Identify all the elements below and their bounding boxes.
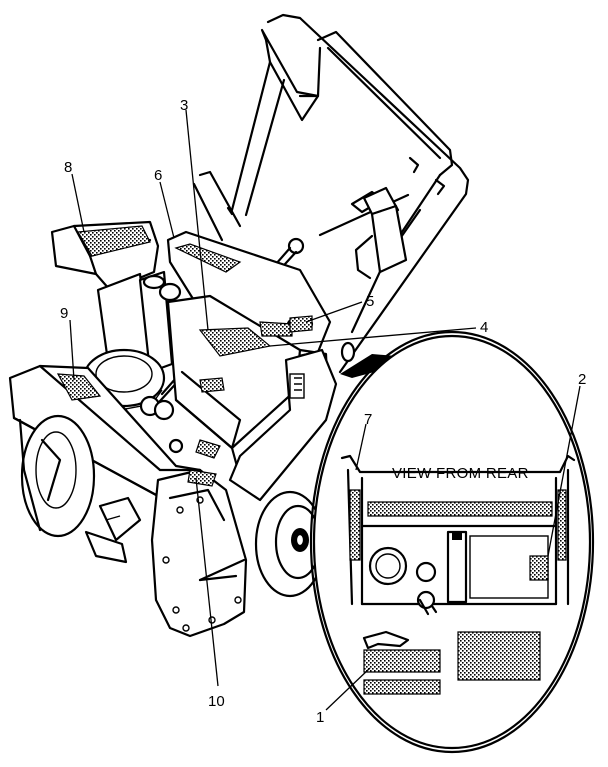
- auger-housing: [8, 364, 248, 638]
- callout-8: 8: [64, 159, 72, 176]
- callout-3: 3: [180, 97, 188, 114]
- decal-4: [259, 321, 293, 337]
- callout-2: 2: [578, 371, 586, 388]
- callout-5: 5: [366, 293, 374, 310]
- callout-7: 7: [364, 411, 372, 428]
- callout-6: 6: [154, 167, 162, 184]
- inset-decal-7: [367, 501, 553, 517]
- decal-6: [174, 243, 242, 273]
- decal-5: [289, 315, 313, 333]
- callout-10: 10: [208, 693, 225, 710]
- decal-10: [187, 469, 217, 487]
- decal-9: [56, 373, 102, 401]
- handle-assembly: [148, 13, 470, 414]
- inset-title: VIEW FROM REAR: [392, 465, 529, 482]
- callouts: 1 2 3 4 5 6 7 8 9 10: [60, 97, 586, 726]
- callout-1: 1: [316, 709, 324, 726]
- callout-4: 4: [480, 319, 488, 336]
- rear-view-inset: VIEW FROM REAR: [309, 330, 595, 754]
- inset-decal-2: [529, 555, 549, 581]
- machine-body: [166, 230, 356, 502]
- callout-9: 9: [60, 305, 68, 322]
- decal-8: [77, 225, 151, 257]
- leader-lines: [69, 109, 581, 711]
- inset-decal-1: [363, 649, 441, 673]
